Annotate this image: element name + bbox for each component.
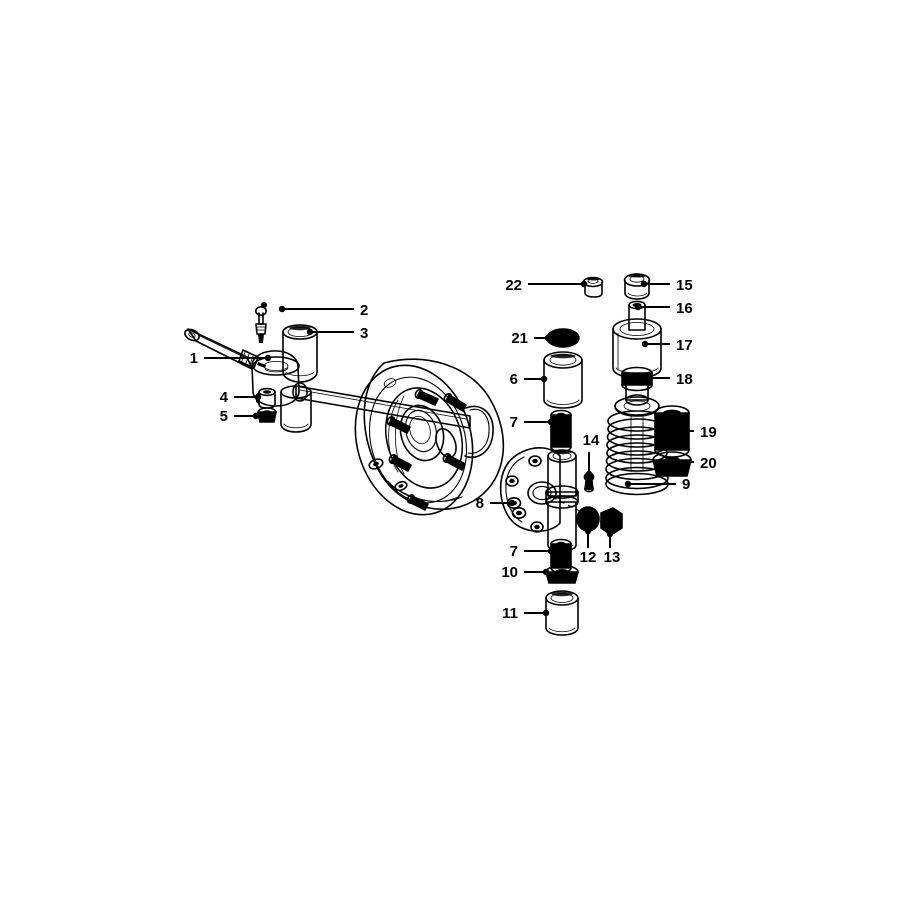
hex-nut-13: [600, 507, 623, 536]
callout-13-hex-nut[interactable]: 13: [604, 530, 621, 566]
callout-14-bleed-screw[interactable]: 14: [583, 432, 600, 478]
callout-label-2: 2: [360, 302, 368, 319]
leader-dot-17: [641, 340, 649, 348]
upper-rubber-buffer: [550, 409, 572, 453]
callout-18-clamp-ring[interactable]: 18: [634, 371, 693, 388]
leader-dot-14: [585, 470, 593, 478]
leader-dot-1: [264, 354, 272, 362]
castle-nut: [257, 407, 277, 423]
leader-dot-15: [640, 280, 648, 288]
leader-dot-2: [278, 305, 286, 313]
callout-label-19: 19: [700, 424, 717, 441]
grease-nipple: [255, 302, 268, 343]
callout-label-5: 5: [220, 408, 228, 425]
callout-17-shock-absorber-body[interactable]: 17: [641, 337, 693, 354]
callout-label-9: 9: [682, 476, 690, 493]
callout-7-lower-rubber-buffer[interactable]: 7: [510, 543, 555, 560]
lower-sleeve: [545, 590, 579, 636]
callout-label-15: 15: [676, 277, 693, 294]
piston-tube-upper: [545, 449, 579, 509]
callout-10-thrust-washer[interactable]: 10: [501, 564, 550, 581]
leader-dot-11: [542, 609, 550, 617]
callout-3-upper-bushing-sleeve[interactable]: 3: [306, 325, 369, 342]
callout-7-upper-rubber-buffer[interactable]: 7: [510, 414, 555, 431]
upper-bushing-sleeve: [282, 324, 318, 383]
leader-dot-20: [668, 458, 676, 466]
leader-dot-3: [306, 328, 314, 336]
washer-12: [576, 506, 600, 532]
callout-label-20: 20: [700, 455, 717, 472]
leader-dot-8: [508, 499, 516, 507]
leader-dot-18: [634, 374, 642, 382]
protective-cap: [623, 273, 651, 300]
strut-piston-tube: [545, 409, 623, 636]
callout-9-coil-spring[interactable]: 9: [624, 476, 691, 493]
leader-dot-19: [668, 427, 676, 435]
leader-dot-21: [544, 334, 552, 342]
callout-label-6: 6: [510, 371, 518, 388]
callout-label-18: 18: [676, 371, 693, 388]
protective-tube: [543, 351, 583, 409]
callout-label-17: 17: [676, 337, 693, 354]
callout-8-strut-cover-plate[interactable]: 8: [476, 495, 516, 512]
leader-dot-9: [624, 480, 632, 488]
callout-label-7: 7: [510, 414, 518, 431]
leader-dot-4: [254, 393, 262, 401]
callout-label-4: 4: [220, 389, 229, 406]
callout-label-22: 22: [505, 277, 522, 294]
callout-label-12: 12: [580, 549, 597, 566]
ball-joint-housing: [251, 350, 300, 407]
lower-rubber-buffer: [550, 538, 572, 574]
callout-6-protective-tube[interactable]: 6: [510, 371, 548, 388]
leader-dot-12: [584, 527, 592, 535]
callout-1-steering-tie-rod[interactable]: 1: [190, 350, 272, 367]
callout-label-3: 3: [360, 325, 368, 342]
callout-2-grease-nipple[interactable]: 2: [278, 302, 369, 319]
callout-21-o-ring-seal[interactable]: 21: [511, 330, 552, 347]
callout-12-washer[interactable]: 12: [580, 527, 597, 566]
thrust-washer: [545, 564, 579, 584]
callout-label-16: 16: [676, 300, 693, 317]
callout-20-spring-seat-nut[interactable]: 20: [668, 455, 717, 472]
protective-tube-group: [543, 276, 604, 409]
leader-dot-7: [547, 418, 555, 426]
callout-label-1: 1: [190, 350, 198, 367]
wheel-hub-brake-drum: [354, 358, 505, 516]
callout-11-lower-sleeve[interactable]: 11: [502, 605, 550, 622]
leader-dot-13: [606, 530, 614, 538]
callout-16-piston-rod[interactable]: 16: [634, 300, 693, 317]
leader-dot-6: [540, 375, 548, 383]
leader-dot-16: [634, 303, 642, 311]
callout-22-small-cap[interactable]: 22: [505, 277, 588, 294]
callout-label-8: 8: [476, 495, 484, 512]
leader-dot-10: [542, 568, 550, 576]
leader-dot-22: [580, 280, 588, 288]
callout-label-13: 13: [604, 549, 621, 566]
small-cap: [582, 276, 604, 298]
callout-15-protective-cap[interactable]: 15: [640, 277, 693, 294]
callout-label-21: 21: [511, 330, 528, 347]
callout-5-castle-nut[interactable]: 5: [220, 408, 260, 425]
callout-label-10: 10: [501, 564, 518, 581]
callout-label-14: 14: [583, 432, 600, 449]
leader-dot-5: [252, 412, 260, 420]
callout-label-11: 11: [502, 605, 518, 622]
callout-4-spacer-bush[interactable]: 4: [220, 389, 262, 406]
callout-label-7: 7: [510, 543, 518, 560]
leader-dot-7: [547, 547, 555, 555]
callout-19-threaded-bush[interactable]: 19: [668, 424, 717, 441]
o-ring-seal: [546, 328, 580, 348]
